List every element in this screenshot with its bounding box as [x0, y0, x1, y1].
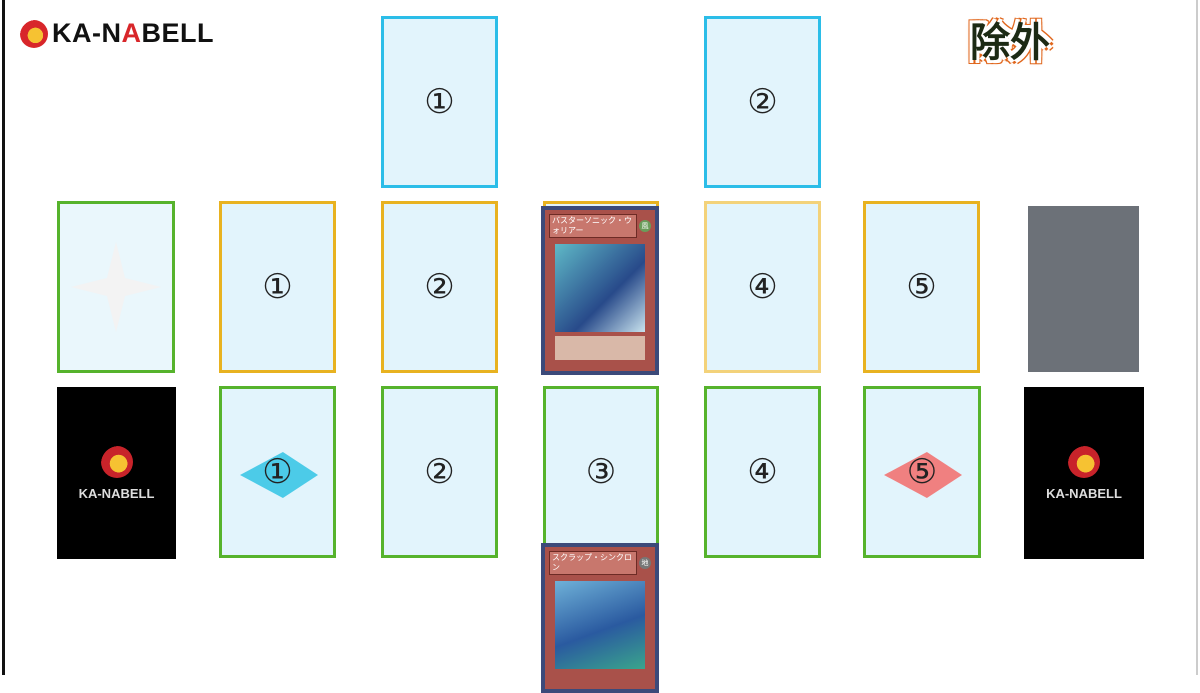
card-buster-sonic-warrior[interactable]: バスターソニック・ウォリアー 風	[541, 206, 659, 375]
spell-trap-zone-3[interactable]: ③	[543, 386, 659, 558]
card-attribute-icon: 地	[639, 557, 651, 569]
card-name: バスターソニック・ウォリアー	[549, 214, 637, 238]
monster-zone-1[interactable]: ①	[219, 201, 336, 373]
logo-part: KA-N	[52, 18, 122, 48]
monster-zone-2[interactable]: ②	[381, 201, 498, 373]
logo-part: A	[121, 18, 142, 48]
deck-label: KA-NABELL	[78, 485, 155, 501]
zone-number: ④	[747, 452, 778, 492]
field-zone[interactable]	[57, 201, 175, 373]
extra-deck[interactable]: KA-NABELL	[1024, 387, 1144, 559]
extra-monster-zone-2[interactable]: ②	[704, 16, 821, 188]
zone-number: ⑤	[906, 452, 938, 492]
field-star-icon	[71, 242, 161, 332]
zone-number: ①	[262, 452, 293, 492]
logo-text: KA-NABELL	[52, 18, 214, 49]
zone-number: ②	[424, 452, 455, 492]
logo-icon	[1068, 445, 1100, 478]
left-border	[2, 0, 5, 675]
monster-zone-4[interactable]: ④	[704, 201, 821, 373]
card-name: スクラップ・シンクロン	[549, 551, 637, 575]
brand-logo: KA-NABELL	[20, 18, 214, 49]
card-artwork	[555, 581, 645, 669]
graveyard-zone[interactable]	[1028, 206, 1139, 372]
monster-zone-5[interactable]: ⑤	[863, 201, 980, 373]
card-scrap-synchron[interactable]: スクラップ・シンクロン 地	[541, 543, 659, 693]
zone-number: ①	[262, 267, 293, 307]
zone-number: ④	[747, 267, 778, 307]
spell-trap-zone-5[interactable]: ⑤	[863, 386, 981, 558]
zone-number: ⑤	[906, 267, 937, 307]
banish-title: 除外	[970, 20, 1050, 66]
card-header: バスターソニック・ウォリアー 風	[549, 214, 651, 238]
card-header: スクラップ・シンクロン 地	[549, 551, 651, 575]
zone-number: ②	[747, 82, 778, 122]
card-artwork	[555, 244, 645, 332]
deck-label: KA-NABELL	[1046, 485, 1122, 501]
logo-part: BELL	[141, 18, 214, 48]
extra-monster-zone-1[interactable]: ①	[381, 16, 498, 188]
card-text-box	[555, 336, 645, 360]
zone-number: ①	[424, 82, 455, 122]
card-attribute-icon: 風	[639, 220, 651, 232]
logo-icon	[20, 19, 48, 48]
spell-trap-zone-2[interactable]: ②	[381, 386, 498, 558]
right-border	[1196, 0, 1198, 675]
main-deck[interactable]: KA-NABELL	[57, 387, 176, 559]
spell-trap-zone-1[interactable]: ①	[219, 386, 336, 558]
zone-number: ③	[585, 452, 617, 492]
logo-icon	[100, 445, 133, 478]
zone-number: ②	[424, 267, 455, 307]
spell-trap-zone-4[interactable]: ④	[704, 386, 821, 558]
